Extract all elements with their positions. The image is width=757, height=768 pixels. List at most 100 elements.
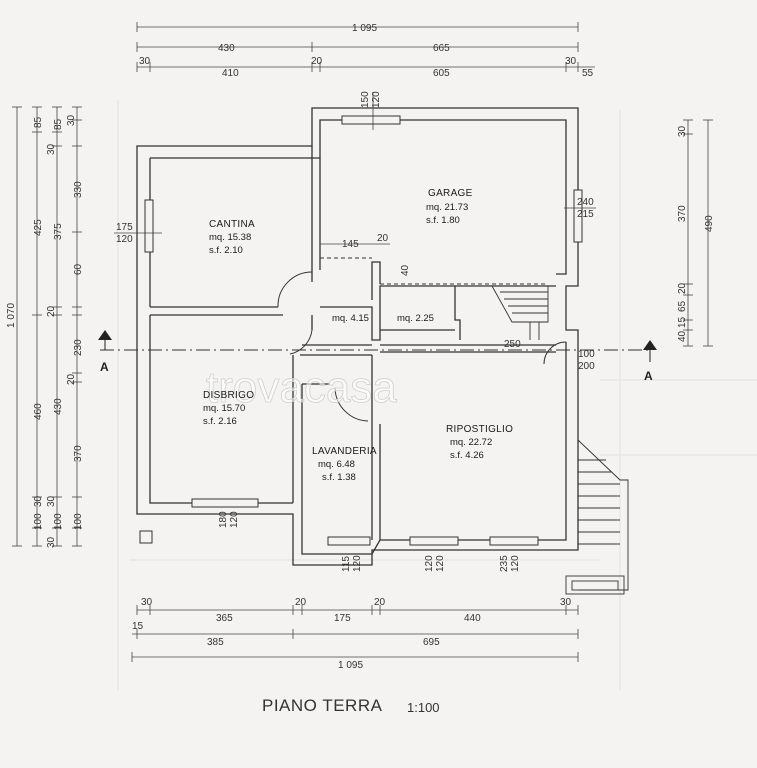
dim-top-30b: 30 <box>565 56 577 67</box>
room-lavanderia-sf: s.f. 1.38 <box>322 472 356 483</box>
dim-right-370: 370 <box>677 205 688 222</box>
window-garage-right <box>573 189 583 243</box>
room-garage-area: mq. 21.73 <box>426 202 468 213</box>
room-disbrigo-area: mq. 15.70 <box>203 403 245 414</box>
dim-bot-15: 15 <box>132 621 144 632</box>
dim-left-460: 460 <box>33 403 44 420</box>
dim-right-30: 30 <box>677 125 688 137</box>
room-ripostiglio-sf: s.f. 4.26 <box>450 450 484 461</box>
dim-left-30c: 30 <box>46 495 57 507</box>
dim-left-30b: 30 <box>46 143 57 155</box>
dim-int-145: 145 <box>342 239 359 250</box>
section-mark-left: A <box>100 360 109 374</box>
dim-bot-total: 1 095 <box>338 660 363 671</box>
door-swings <box>277 271 567 422</box>
dim-left-60: 60 <box>73 263 84 275</box>
dim-bot-365: 365 <box>216 613 233 624</box>
dim-win-150: 150 <box>360 91 371 108</box>
dim-right-65: 65 <box>677 300 688 312</box>
dim-win-215: 215 <box>577 209 594 220</box>
dim-bot-385: 385 <box>207 637 224 648</box>
room-cantina-sf: s.f. 2.10 <box>209 245 243 256</box>
dim-left-330: 330 <box>73 181 84 198</box>
section-mark-right: A <box>644 369 653 383</box>
dim-win-120c: 120 <box>229 511 240 528</box>
dim-top-430: 430 <box>218 43 235 54</box>
plan-scale: 1:100 <box>407 700 440 715</box>
room-cantina-area: mq. 15.38 <box>209 232 251 243</box>
dim-top-total: 1 095 <box>352 23 377 34</box>
walls <box>136 107 579 566</box>
dim-bot-440: 440 <box>464 613 481 624</box>
room-sottoscala-area: mq. 2.25 <box>397 313 434 324</box>
window-lavanderia-bottom <box>327 536 371 546</box>
dim-left-85a: 85 <box>33 116 44 128</box>
interior-stair <box>491 285 549 340</box>
section-arrow-left <box>98 330 112 350</box>
right-dimensions <box>683 119 713 347</box>
dim-door-100: 100 <box>578 349 595 360</box>
dim-right-15: 15 <box>677 316 688 328</box>
dim-win-120b: 120 <box>116 234 133 245</box>
dim-left-100b: 100 <box>53 513 64 530</box>
window-ripostiglio-bottom-2 <box>489 536 539 546</box>
plan-title: PIANO TERRA <box>262 696 383 715</box>
window-cantina-left <box>144 199 154 253</box>
dim-top-605: 605 <box>433 68 450 79</box>
dim-top-20: 20 <box>311 56 323 67</box>
watermark: trovacasa <box>206 363 397 412</box>
left-dimensions <box>12 106 82 547</box>
dim-bot-20b: 20 <box>374 597 386 608</box>
dim-win-120e: 120 <box>424 555 435 572</box>
dim-left-100a: 100 <box>33 513 44 530</box>
dim-left-85b: 85 <box>53 118 64 130</box>
dim-win-120g: 120 <box>510 555 521 572</box>
room-cantina-name: CANTINA <box>209 219 255 230</box>
dim-win-120a: 120 <box>371 91 382 108</box>
dim-win-115: 115 <box>341 556 352 572</box>
dim-bot-30a: 30 <box>141 597 153 608</box>
dim-top-665: 665 <box>433 43 450 54</box>
window-ripostiglio-bottom-1 <box>409 536 459 546</box>
dim-right-20: 20 <box>677 282 688 294</box>
dim-door-200: 200 <box>578 361 595 372</box>
room-lavanderia-area: mq. 6.48 <box>318 459 355 470</box>
dim-int-20: 20 <box>377 233 389 244</box>
dim-right-490: 490 <box>704 215 715 232</box>
dim-left-430: 430 <box>53 398 64 415</box>
bottom-dimensions <box>131 605 579 662</box>
room-garage-name: GARAGE <box>428 188 473 199</box>
dim-left-230: 230 <box>73 339 84 356</box>
dim-top-30a: 30 <box>139 56 151 67</box>
window-garage-top <box>341 115 401 125</box>
room-garage-sf: s.f. 1.80 <box>426 215 460 226</box>
dim-right-40: 40 <box>677 330 688 342</box>
dim-top-410: 410 <box>222 68 239 79</box>
dim-left-1070: 1 070 <box>6 303 17 328</box>
dim-left-30a: 30 <box>33 495 44 507</box>
dim-win-235: 235 <box>499 555 510 572</box>
pillar-square <box>139 530 153 544</box>
exterior-stair <box>565 439 629 595</box>
dim-left-375: 375 <box>53 223 64 240</box>
room-disbrigo-name: DISBRIGO <box>203 390 254 401</box>
room-disbrigo-sf: s.f. 2.16 <box>203 416 237 427</box>
dim-top-55: 55 <box>582 68 594 79</box>
room-ripostiglio-name: RIPOSTIGLIO <box>446 424 513 435</box>
dim-bot-695: 695 <box>423 637 440 648</box>
dim-bot-175: 175 <box>334 613 351 624</box>
window-disbrigo-bottom <box>191 498 259 508</box>
dim-left-30e: 30 <box>66 114 77 126</box>
dim-int-40: 40 <box>400 264 411 276</box>
windows <box>144 115 583 546</box>
dim-win-175: 175 <box>116 222 133 233</box>
dim-left-425: 425 <box>33 219 44 236</box>
dim-int-250: 250 <box>504 339 521 350</box>
dim-win-240: 240 <box>577 197 594 208</box>
dim-left-20b: 20 <box>66 373 77 385</box>
dim-bot-30b: 30 <box>560 597 572 608</box>
dim-left-370: 370 <box>73 445 84 462</box>
dim-win-120f: 120 <box>435 555 446 572</box>
